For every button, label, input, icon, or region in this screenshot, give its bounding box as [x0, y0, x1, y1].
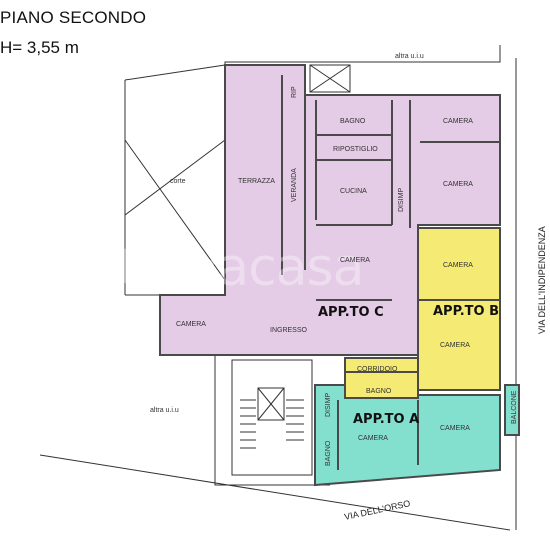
label-camera-a-right: CAMERA: [440, 425, 470, 432]
street-orso: VIA DELL'ORSO: [343, 498, 411, 522]
label-camera-a-left: CAMERA: [358, 435, 388, 442]
label-corridoio: CORRIDOIO: [357, 366, 398, 373]
label-camera-c-mid: CAMERA: [443, 181, 473, 188]
label-bagno-a: BAGNO: [325, 440, 332, 466]
unit-b-label: APP.TO B: [433, 304, 499, 319]
unit-a-label: APP.TO A: [353, 412, 419, 427]
unit-a-area: [314, 384, 520, 487]
label-veranda: VERANDA: [291, 168, 298, 202]
floor-title: PIANO SECONDO: [0, 8, 147, 27]
label-camera-c-center: CAMERA: [340, 257, 370, 264]
label-balcone: BALCONE: [511, 390, 518, 424]
label-altra-uiu-left: altra u.i.u: [150, 407, 179, 414]
label-altra-uiu-top: altra u.i.u: [395, 53, 424, 60]
watermark: trovacasa: [118, 238, 364, 298]
label-camera-b-top: CAMERA: [443, 262, 473, 269]
label-camera-c-left: CAMERA: [176, 321, 206, 328]
label-disimp-a: DISIMP: [325, 393, 332, 417]
interior-walls: [281, 75, 500, 470]
courtyard: [124, 64, 226, 295]
label-terrazza: TERRAZZA: [238, 178, 275, 185]
unit-c-label: APP.TO C: [318, 305, 384, 320]
label-camera-b-bottom: CAMERA: [440, 342, 470, 349]
ceiling-height: H= 3,55 m: [0, 38, 79, 57]
label-corte: corte: [170, 178, 186, 185]
label-disimp-c: DISIMP: [398, 188, 405, 212]
label-camera-c-top: CAMERA: [443, 118, 473, 125]
label-ripostiglio: RIPOSTIGLIO: [333, 146, 378, 153]
label-rip: RIP: [291, 86, 298, 98]
street-indipendenza: VIA DELL'INDIPENDENZA: [537, 226, 547, 334]
label-bagno-c: BAGNO: [340, 118, 366, 125]
label-cucina: CUCINA: [340, 188, 367, 195]
label-ingresso: INGRESSO: [270, 327, 308, 334]
stair-core: [231, 64, 351, 476]
label-bagno-b: BAGNO: [366, 388, 392, 395]
